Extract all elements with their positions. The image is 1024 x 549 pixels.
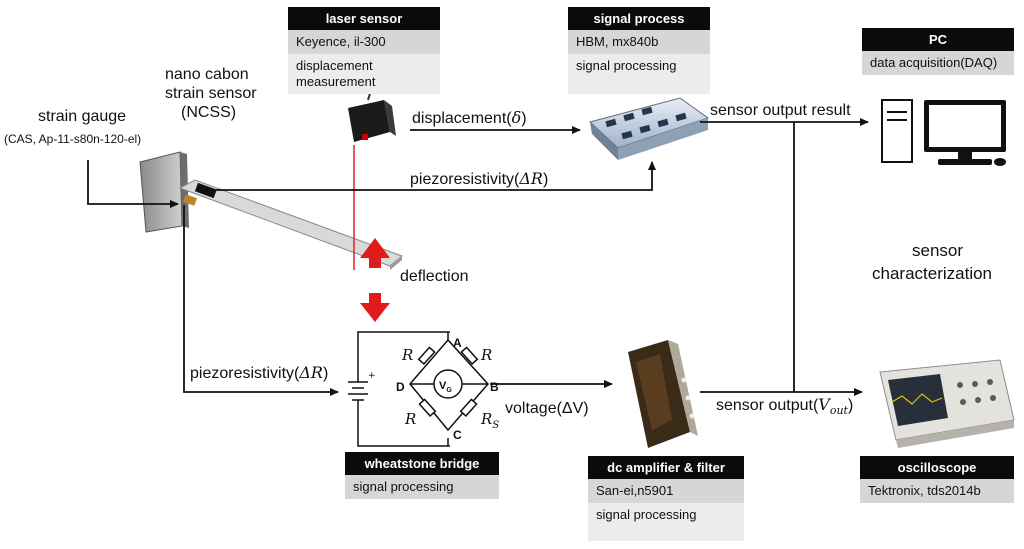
wheatstone-title: wheatstone bridge — [345, 452, 499, 475]
signal-process-model: HBM, mx840b — [568, 30, 710, 54]
daq-device — [588, 97, 710, 160]
amp-title: dc amplifier & filter — [588, 456, 744, 479]
node-d-label: D — [396, 380, 405, 394]
ncss-label-line3: (NCSS) — [181, 104, 237, 121]
pc-card: PC data acquisition(DAQ) — [862, 28, 1014, 75]
resistor-r-top-right: R — [481, 346, 493, 364]
voltage-label: voltage(ΔV) — [505, 400, 589, 417]
deflection-arrows — [360, 238, 390, 322]
deflection-label: deflection — [400, 268, 469, 285]
wheatstone-card: wheatstone bridge signal processing — [345, 452, 499, 499]
ncss-label-line2: strain sensor — [165, 85, 257, 102]
sensor-characterization-line2: characterization — [872, 264, 993, 283]
strain-gauge-model: (CAS, Ap-11-s80n-120-el) — [4, 132, 142, 146]
pc-function: data acquisition(DAQ) — [862, 51, 1014, 75]
signal-process-card: signal process HBM, mx840b signal proces… — [568, 7, 710, 94]
dc-amplifier-device — [628, 340, 698, 448]
laser-sensor-model: Keyence, il-300 — [288, 30, 440, 54]
wall-mount — [139, 151, 189, 233]
amp-model: San-ei,n5901 — [588, 479, 744, 503]
connections — [87, 118, 869, 396]
amp-card: dc amplifier & filter San-ei,n5901 signa… — [588, 456, 744, 541]
galvanometer-label: VG — [439, 380, 452, 395]
resistor-rs-label: RS — [481, 410, 500, 431]
ncss-label-line1: nano cabon — [165, 66, 249, 83]
wheatstone-circuit — [348, 331, 490, 447]
laser-sensor-title: laser sensor — [288, 7, 440, 30]
laser-sensor-card: laser sensor Keyence, il-300 displacemen… — [288, 7, 440, 94]
amp-function: signal processing — [588, 503, 744, 541]
piezoresistivity-top-label: piezoresistivity(ΔR) — [410, 169, 549, 189]
svg-text:+: + — [368, 371, 376, 381]
sensor-output-result-label: sensor output result — [710, 102, 851, 119]
signal-process-function: signal processing — [568, 54, 710, 94]
sensor-output-label: sensor output(Vout) — [716, 395, 854, 418]
piezoresistivity-left-label: piezoresistivity(ΔR) — [190, 363, 329, 383]
signal-process-title: signal process — [568, 7, 710, 30]
oscilloscope-device — [879, 359, 1015, 448]
resistor-r-top-left: R — [402, 346, 414, 364]
displacement-label: displacement(δ) — [412, 108, 527, 128]
node-a-label: A — [453, 336, 462, 350]
laser-sensor-device — [348, 69, 396, 270]
oscilloscope-card: oscilloscope Tektronix, tds2014b — [860, 456, 1014, 503]
wheatstone-function: signal processing — [345, 475, 499, 499]
pc-title: PC — [862, 28, 1014, 51]
oscilloscope-title: oscilloscope — [860, 456, 1014, 479]
node-c-label: C — [453, 428, 462, 442]
strain-gauge-label: strain gauge — [38, 108, 127, 125]
cantilever-beam — [178, 179, 403, 270]
laser-sensor-function: displacement measurement — [288, 54, 440, 94]
resistor-r-bottom-left: R — [405, 410, 417, 428]
oscilloscope-model: Tektronix, tds2014b — [860, 479, 1014, 503]
node-b-label: B — [490, 380, 499, 394]
pc-device — [881, 99, 1006, 166]
sensor-characterization-line1: sensor — [912, 241, 964, 260]
